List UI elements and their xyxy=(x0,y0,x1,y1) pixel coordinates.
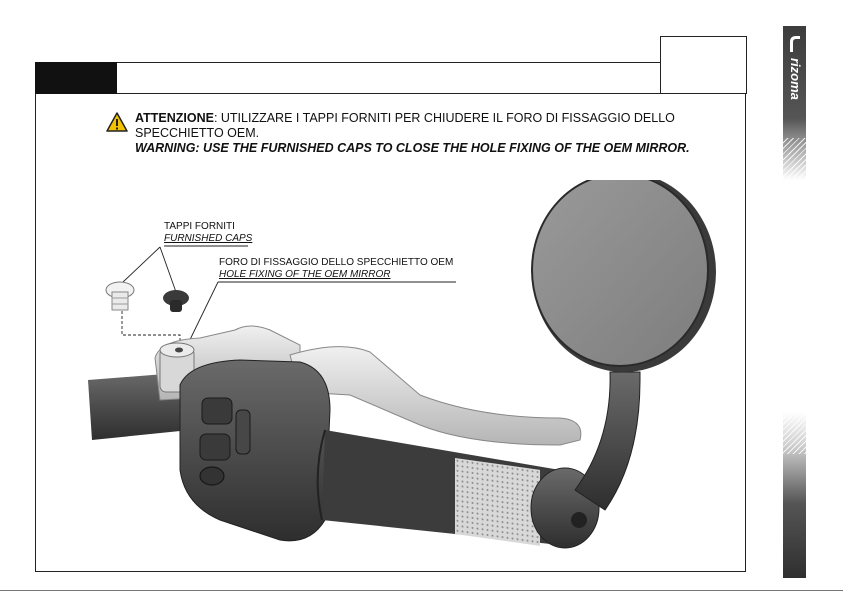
warning-text: ATTENZIONE: UTILIZZARE I TAPPI FORNITI P… xyxy=(135,111,735,156)
screw-cap-part xyxy=(106,282,134,310)
plug-cap-part xyxy=(163,290,189,312)
warning-italian: ATTENZIONE: UTILIZZARE I TAPPI FORNITI P… xyxy=(135,111,735,141)
sidebar-stripes-bottom xyxy=(783,414,806,454)
header-divider xyxy=(117,93,746,94)
sidebar-stripes xyxy=(783,138,806,178)
brand-name: rizoma xyxy=(788,58,803,86)
warning-en-label: WARNING xyxy=(135,141,195,155)
handlebar-mirror-illustration xyxy=(36,180,745,570)
footer-divider xyxy=(0,590,843,591)
warning-it-label: ATTENZIONE xyxy=(135,111,214,125)
warning-it-text: : UTILIZZARE I TAPPI FORNITI PER CHIUDER… xyxy=(135,111,675,140)
warning-icon xyxy=(106,112,128,132)
step-tab xyxy=(35,62,117,94)
warning-english: WARNING: USE THE FURNISHED CAPS TO CLOSE… xyxy=(135,141,735,156)
warning-en-text: : USE THE FURNISHED CAPS TO CLOSE THE HO… xyxy=(195,141,689,155)
step-number-box xyxy=(660,36,747,94)
